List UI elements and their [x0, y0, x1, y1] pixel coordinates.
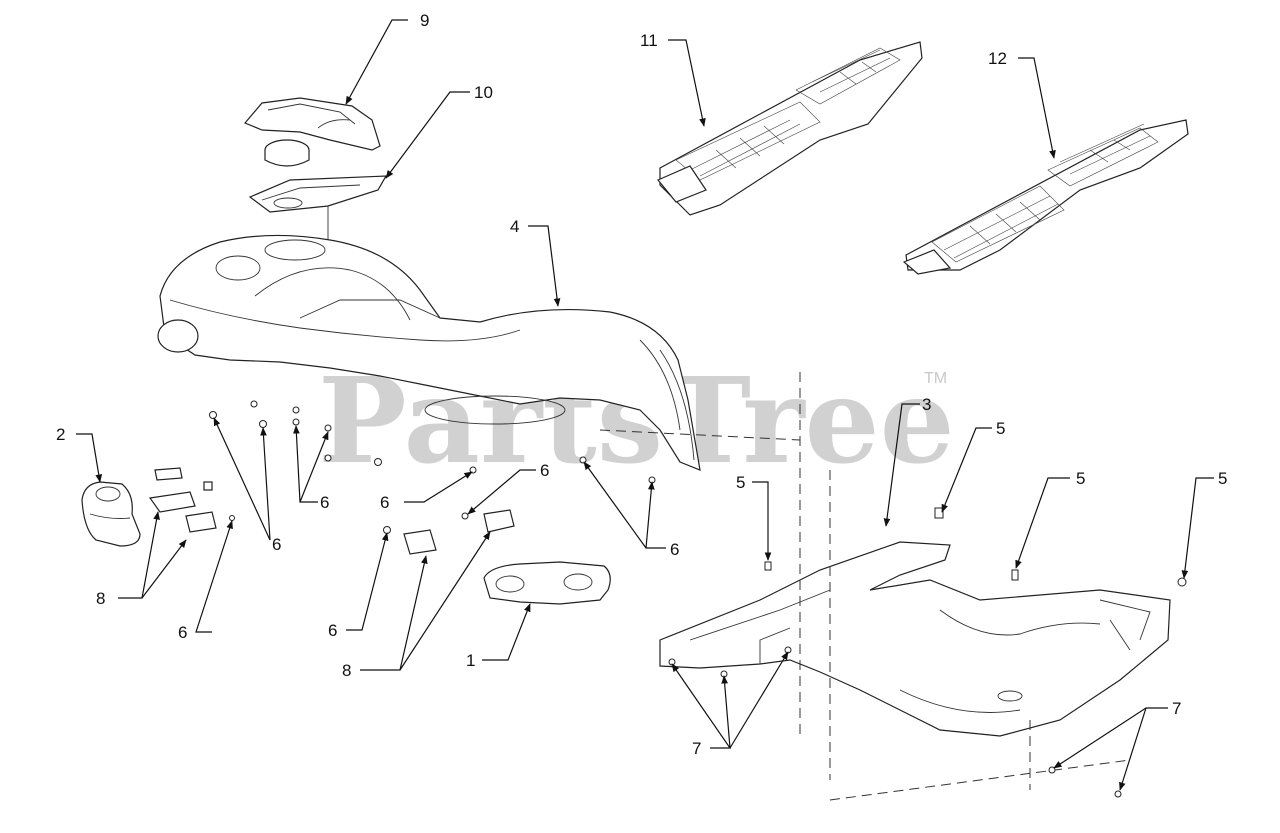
callout-9: 9 [420, 11, 429, 30]
part-9-console-cover [244, 97, 381, 167]
part-10-plate [248, 175, 388, 240]
callout-5-c: 5 [1076, 469, 1085, 488]
part-11-footrest [657, 41, 923, 216]
callout-10: 10 [474, 83, 493, 102]
callout-6-b: 6 [272, 535, 281, 554]
callout-labels: 9 10 11 12 4 2 3 5 5 5 5 6 6 6 6 6 6 6 8… [56, 11, 1227, 758]
watermark-trademark: TM [924, 370, 947, 387]
callout-5-a: 5 [736, 473, 745, 492]
reference-lines [599, 372, 1131, 801]
callout-8-b: 8 [342, 661, 351, 680]
callout-2: 2 [56, 425, 65, 444]
part-3-floor-pan [659, 541, 1171, 737]
callout-6-e: 6 [670, 540, 679, 559]
callout-1: 1 [466, 651, 475, 670]
callout-6-g: 6 [328, 621, 337, 640]
part-12-footrest [902, 119, 1189, 275]
callout-8-a: 8 [96, 589, 105, 608]
leader-lines [76, 19, 1214, 791]
callout-6-c: 6 [380, 493, 389, 512]
callout-6-f: 6 [178, 623, 187, 642]
callout-3: 3 [922, 395, 931, 414]
callout-11: 11 [640, 31, 658, 50]
callout-6-a: 6 [320, 493, 329, 512]
part-1-right-light [483, 561, 611, 605]
callout-12: 12 [988, 49, 1007, 68]
part-4-body-shroud [157, 234, 701, 471]
part-2-left-light [81, 481, 141, 547]
callout-7-b: 7 [1172, 699, 1181, 718]
callout-6-d: 6 [540, 461, 549, 480]
callout-7-a: 7 [692, 739, 701, 758]
part-8-center-brackets [403, 509, 515, 555]
callout-5-d: 5 [1218, 469, 1227, 488]
callout-4: 4 [510, 217, 519, 236]
callout-5-b: 5 [996, 419, 1005, 438]
part-8-left-brackets [148, 467, 217, 533]
